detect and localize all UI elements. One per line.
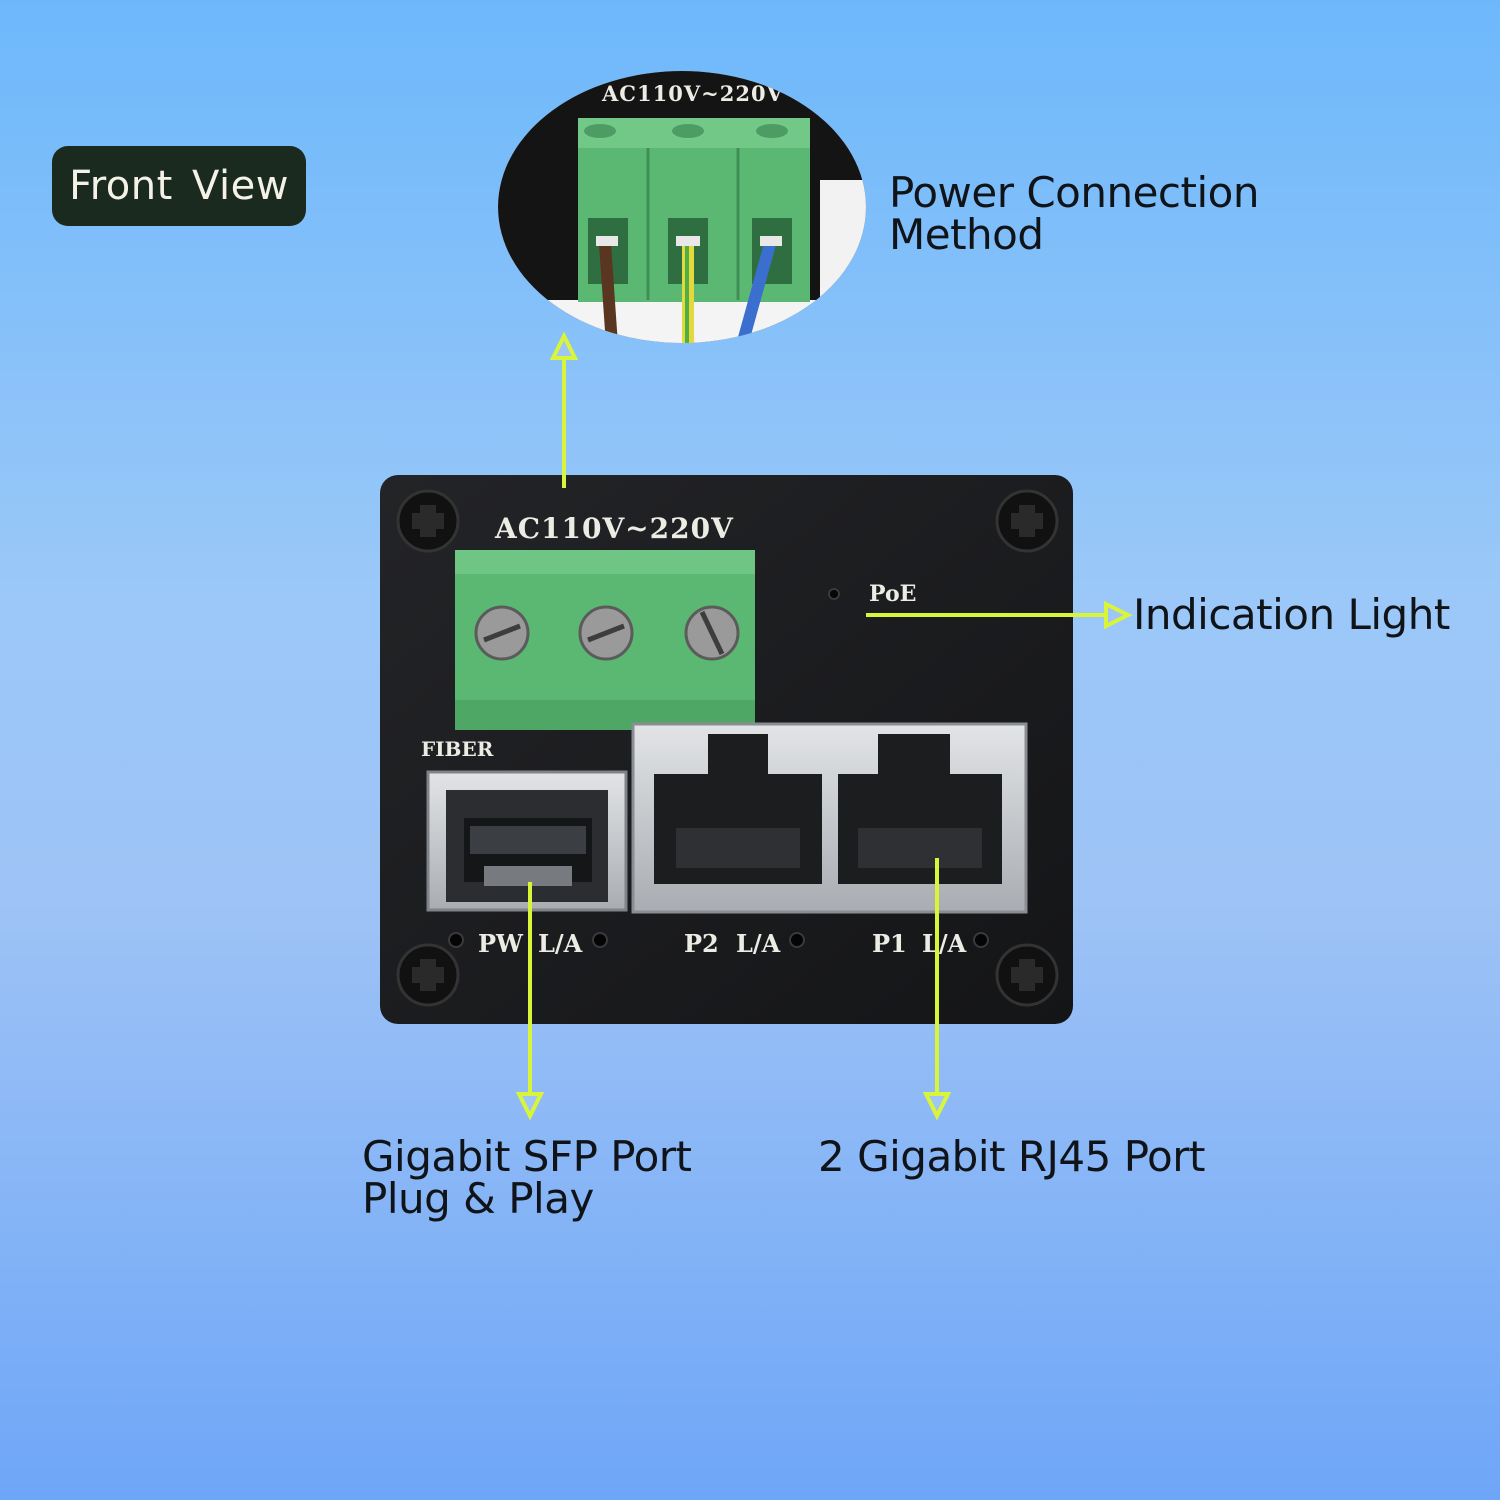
p1-la-led	[973, 932, 989, 948]
screw-bottom-left	[396, 943, 460, 1007]
inset-voltage-label: AC110V~220V	[601, 81, 784, 106]
p1-la-label: L/A	[922, 929, 967, 958]
p2-label: P2	[684, 929, 719, 958]
sfp-callout-line1: Gigabit SFP Port	[362, 1132, 692, 1181]
arrow-power	[549, 331, 579, 488]
screw-top-right	[995, 489, 1059, 553]
poe-indicator-led	[828, 588, 840, 600]
p2-la-label: L/A	[736, 929, 781, 958]
device-voltage-label: AC110V~220V	[494, 512, 734, 545]
fiber-label: FIBER	[421, 737, 494, 761]
power-connector-zoom-inset: AC110V~220V	[498, 71, 866, 343]
arrow-indication	[866, 600, 1133, 630]
power-callout-line2: Method	[889, 210, 1044, 259]
arrow-rj45	[922, 858, 952, 1121]
terminal-screw-1	[474, 605, 530, 661]
front-view-badge: Front View	[52, 146, 306, 226]
rj45-port-p1[interactable]	[838, 734, 1002, 884]
screw-top-left	[396, 489, 460, 553]
pw-led	[448, 932, 464, 948]
terminal-screw-2	[578, 605, 634, 661]
sfp-port[interactable]	[426, 770, 628, 912]
rj45-ports	[631, 722, 1028, 914]
p2-la-led	[789, 932, 805, 948]
p1-label: P1	[872, 929, 907, 958]
screw-bottom-right	[995, 943, 1059, 1007]
power-connection-callout: Power Connection Method	[889, 172, 1259, 256]
rj45-port-p2[interactable]	[654, 734, 822, 884]
sfp-la-led	[592, 932, 608, 948]
sfp-la-label: L/A	[538, 929, 583, 958]
power-callout-line1: Power Connection	[889, 168, 1259, 217]
rj45-port-callout: 2 Gigabit RJ45 Port	[818, 1132, 1205, 1181]
sfp-callout-line2: Plug & Play	[362, 1174, 594, 1223]
pw-label: PW	[478, 929, 524, 958]
power-terminal-block	[455, 550, 755, 730]
terminal-screw-3	[684, 605, 740, 661]
arrow-sfp	[515, 882, 545, 1121]
poe-label: PoE	[869, 581, 916, 607]
device-front-panel: AC110V~220V PoE FIBER	[380, 475, 1073, 1024]
sfp-port-callout: Gigabit SFP Port Plug & Play	[362, 1136, 692, 1220]
indication-light-callout: Indication Light	[1133, 590, 1450, 639]
